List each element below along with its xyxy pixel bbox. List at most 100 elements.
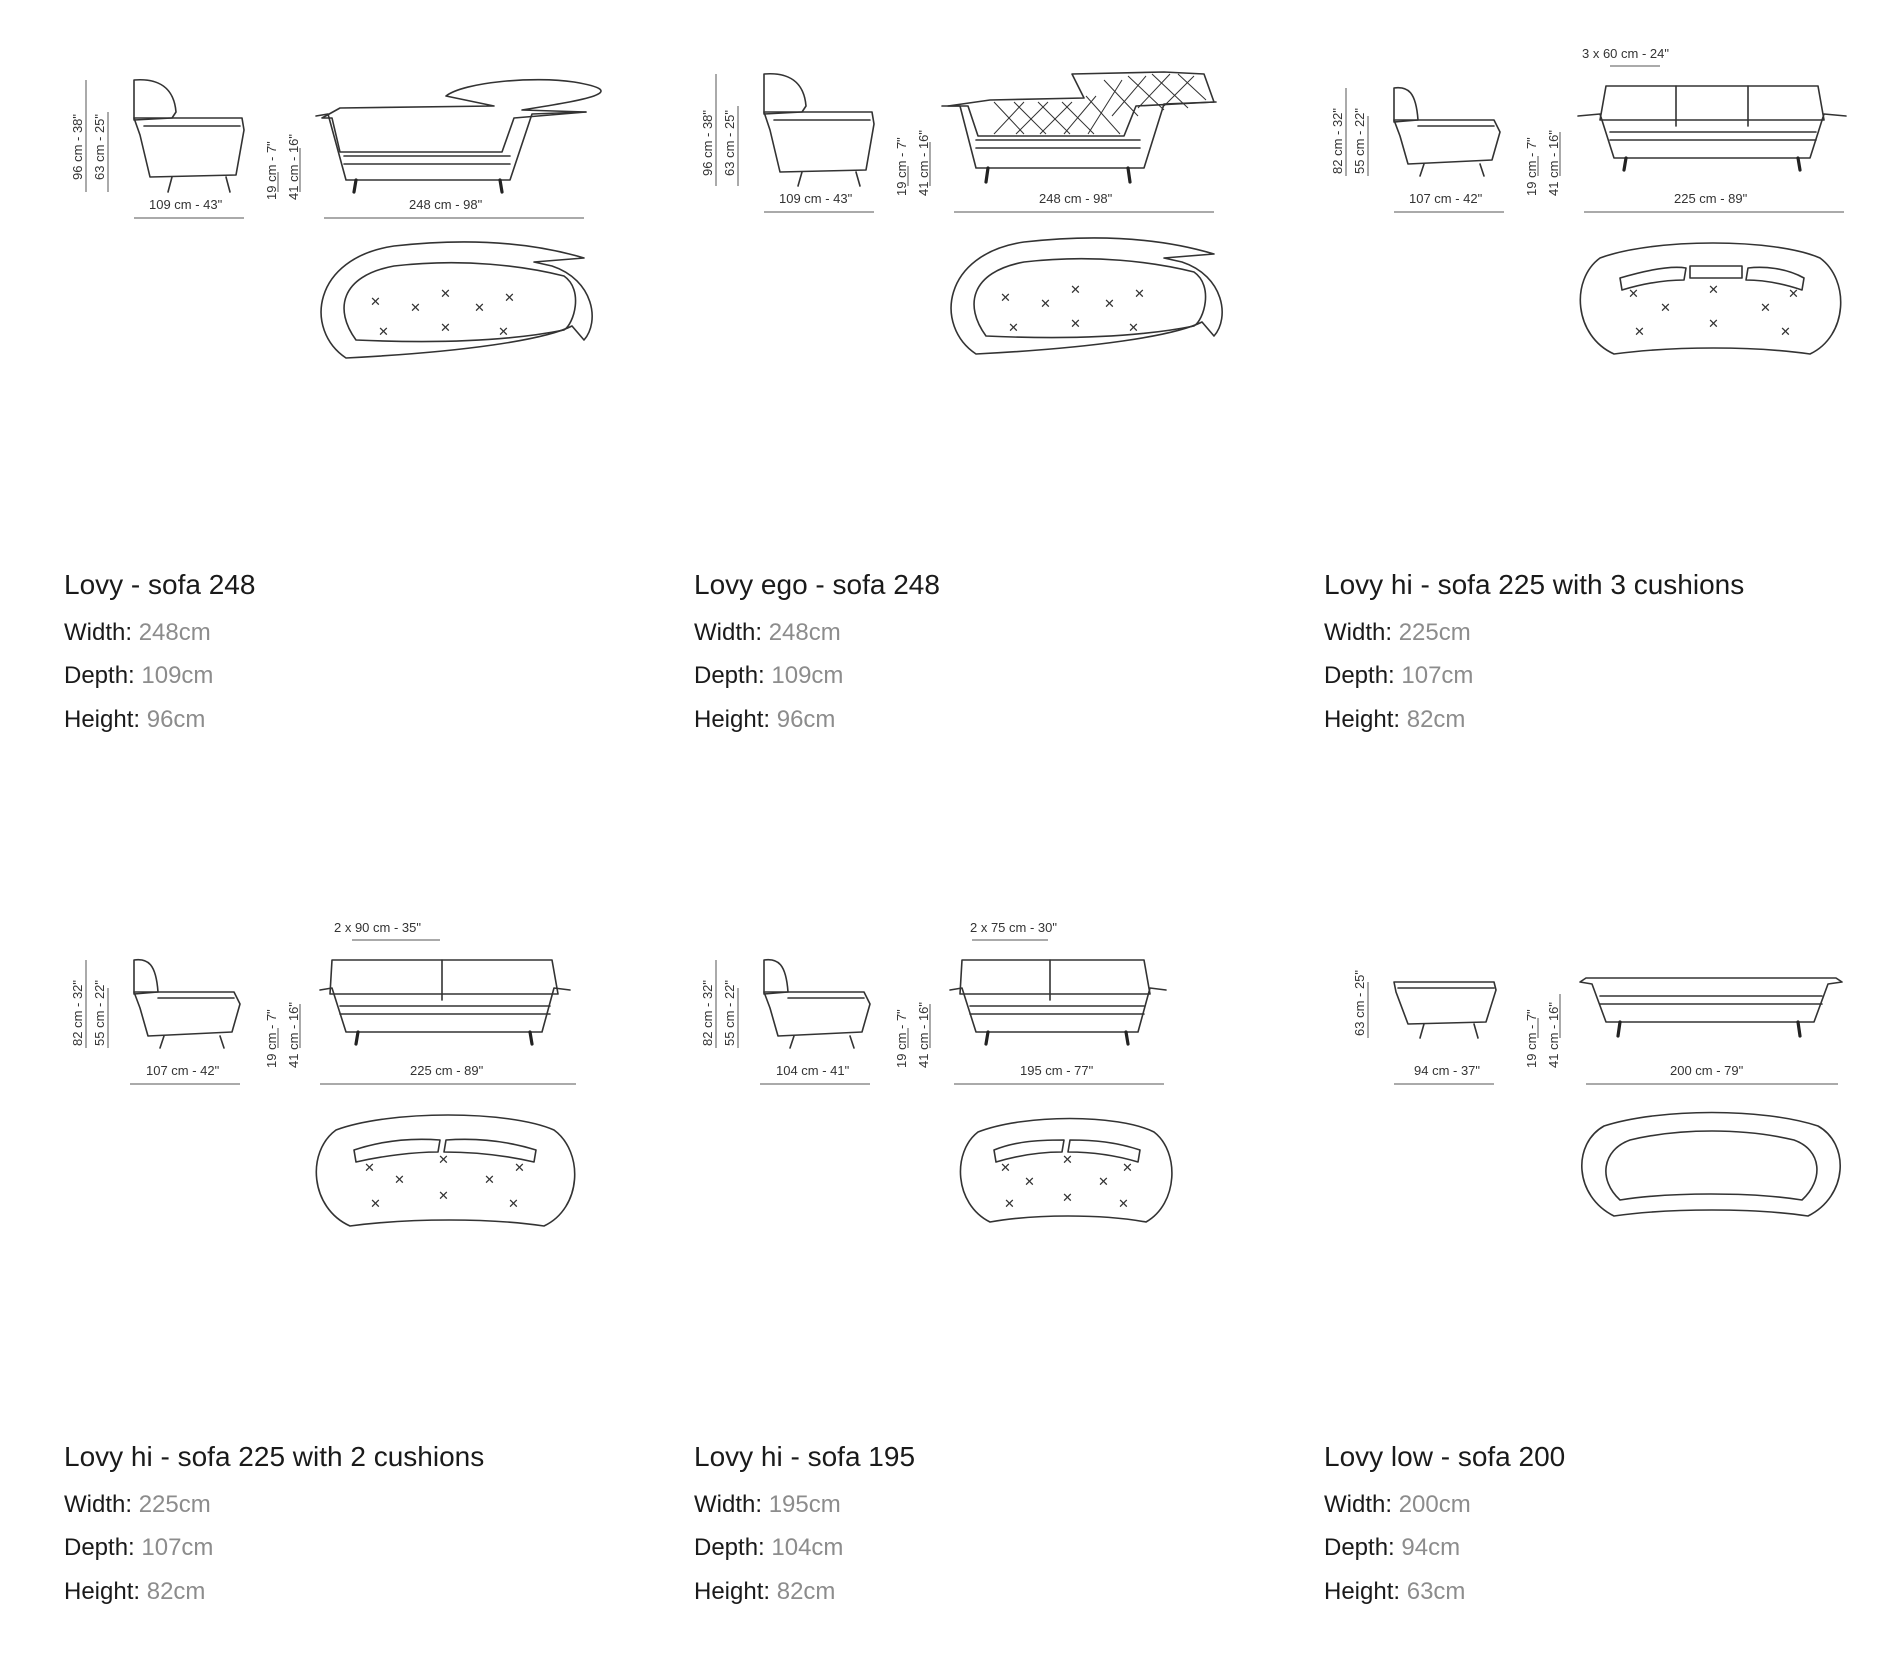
product-title[interactable]: Lovy hi - sofa 225 with 3 cushions (1324, 569, 1745, 600)
product-info: Lovy low - sofa 200 Width: 200cm Depth: … (1324, 1441, 1887, 1622)
dim-height-outer: 96 cm - 38" (700, 110, 715, 176)
sofa-diagram: 82 cm - 32" 55 cm - 22" 107 cm - 42" 19 … (1330, 46, 1847, 355)
spec-width: Width: 225cm (64, 1490, 211, 1518)
dim-height-outer: 96 cm - 38" (70, 114, 85, 180)
top-seat (343, 261, 577, 343)
side-backrest (1393, 86, 1419, 123)
dim-depth: 107 cm - 42" (146, 1063, 220, 1078)
product-title[interactable]: Lovy ego - sofa 248 (694, 569, 940, 600)
dim-seat-height: 41 cm - 16" (286, 1002, 301, 1068)
product-card-lovy-hi-sofa-225-2-cushions[interactable]: 82 cm - 32" 55 cm - 22" 107 cm - 42" 19 … (64, 912, 664, 1672)
dim-height-outer: 82 cm - 32" (1330, 108, 1345, 174)
front-leg (1796, 156, 1802, 172)
svg-text:✕: ✕ (504, 290, 515, 305)
product-card-lovy-sofa-248[interactable]: 96 cm - 38" 63 cm - 25" 109 cm - 43" 19 … (64, 40, 664, 800)
tufting: ✕✕✕✕✕ ✕✕✕ (370, 286, 515, 339)
dim-width: 225 cm - 89" (410, 1063, 484, 1078)
product-title[interactable]: Lovy hi - sofa 195 (694, 1441, 916, 1472)
side-leg (849, 1035, 855, 1049)
top-seat (1605, 1130, 1818, 1201)
dim-height-inner: 55 cm - 22" (92, 980, 107, 1046)
spec-width: Width: 195cm (694, 1490, 841, 1518)
product-title[interactable]: Lovy low - sofa 200 (1324, 1441, 1566, 1472)
spec-depth: Depth: 107cm (64, 1534, 214, 1562)
top-cushion (1067, 1139, 1141, 1163)
front-leg (1622, 156, 1628, 172)
front-leg (984, 1030, 990, 1046)
front-body (315, 111, 587, 181)
top-cushion (353, 1138, 441, 1163)
dim-height-inner: 63 cm - 25" (1352, 970, 1367, 1036)
product-card-lovy-low-sofa-200[interactable]: 63 cm - 25" 94 cm - 37" 19 cm - 7" 41 cm… (1324, 912, 1887, 1672)
spec-height: Height: 63cm (1324, 1577, 1466, 1605)
sofa-diagram: 96 cm - 38" 63 cm - 25" 109 cm - 43" 19 … (700, 71, 1223, 355)
technical-drawing: 82 cm - 32" 55 cm - 22" 107 cm - 42" 19 … (64, 912, 664, 1332)
svg-text:✕: ✕ (514, 1160, 525, 1175)
technical-drawing: 63 cm - 25" 94 cm - 37" 19 cm - 7" 41 cm… (1324, 912, 1887, 1332)
dim-height-inner: 63 cm - 25" (722, 110, 737, 176)
product-card-lovy-hi-sofa-195[interactable]: 82 cm - 32" 55 cm - 22" 104 cm - 41" 19 … (694, 912, 1294, 1672)
front-body (1577, 113, 1847, 159)
front-leg (984, 166, 990, 184)
dim-width: 248 cm - 98" (409, 197, 483, 212)
front-body (941, 101, 1217, 169)
side-backrest (763, 72, 807, 115)
top-outline (1579, 242, 1842, 355)
dim-depth: 109 cm - 43" (779, 191, 853, 206)
top-outline (315, 1114, 576, 1227)
svg-text:✕: ✕ (394, 1172, 405, 1187)
sofa-diagram: 63 cm - 25" 94 cm - 37" 19 cm - 7" 41 cm… (1352, 970, 1843, 1217)
sofa-diagram: 96 cm - 38" 63 cm - 25" 109 cm - 43" 19 … (70, 78, 602, 359)
svg-text:✕: ✕ (1760, 300, 1771, 315)
front-leg (1616, 1020, 1622, 1038)
side-backrest (133, 958, 159, 995)
front-leg (498, 178, 504, 194)
front-body (319, 987, 571, 1033)
front-leg (1796, 1020, 1802, 1038)
svg-text:✕: ✕ (1004, 1196, 1015, 1211)
top-cushion (1619, 266, 1687, 291)
side-leg (797, 171, 803, 187)
product-info: Lovy hi - sofa 225 with 2 cushions Width… (64, 1441, 664, 1622)
side-backrest (133, 78, 177, 121)
sofa-diagram: 82 cm - 32" 55 cm - 22" 104 cm - 41" 19 … (700, 920, 1173, 1223)
svg-text:✕: ✕ (1128, 320, 1139, 335)
front-back (947, 71, 1215, 137)
product-card-lovy-ego-sofa-248[interactable]: 96 cm - 38" 63 cm - 25" 109 cm - 43" 19 … (694, 40, 1294, 800)
svg-text:✕: ✕ (1098, 1174, 1109, 1189)
product-info: Lovy hi - sofa 195 Width: 195cm Depth: 1… (694, 1441, 1294, 1622)
front-body (1579, 977, 1843, 1023)
side-body (1393, 981, 1497, 1025)
svg-text:✕: ✕ (1118, 1196, 1129, 1211)
svg-text:✕: ✕ (1062, 1152, 1073, 1167)
product-card-lovy-hi-sofa-225-3-cushions[interactable]: 82 cm - 32" 55 cm - 22" 107 cm - 42" 19 … (1324, 40, 1887, 800)
dim-leg-height: 19 cm - 7" (1524, 137, 1539, 196)
tufting: ✕✕✕ ✕✕ ✕✕✕ (1000, 1152, 1133, 1211)
svg-text:✕: ✕ (1024, 1174, 1035, 1189)
dim-seat-height: 41 cm - 16" (916, 130, 931, 196)
spec-depth: Depth: 94cm (1324, 1534, 1461, 1562)
svg-text:✕: ✕ (378, 324, 389, 339)
side-body (133, 117, 245, 178)
dim-depth: 107 cm - 42" (1409, 191, 1483, 206)
product-title[interactable]: Lovy hi - sofa 225 with 2 cushions (64, 1441, 485, 1472)
product-title[interactable]: Lovy - sofa 248 (64, 569, 256, 600)
svg-text:✕: ✕ (1040, 296, 1051, 311)
dim-height-inner: 63 cm - 25" (92, 114, 107, 180)
product-info: Lovy hi - sofa 225 with 3 cushions Width… (1324, 569, 1887, 750)
dim-leg-height: 19 cm - 7" (264, 141, 279, 200)
spec-depth: Depth: 104cm (694, 1534, 844, 1562)
dim-seat-height: 41 cm - 16" (1546, 1002, 1561, 1068)
svg-text:✕: ✕ (438, 1152, 449, 1167)
top-cushion (1689, 265, 1743, 279)
side-body (763, 991, 871, 1037)
svg-text:✕: ✕ (1634, 324, 1645, 339)
spec-height: Height: 96cm (64, 705, 206, 733)
svg-text:✕: ✕ (1008, 320, 1019, 335)
svg-text:✕: ✕ (1070, 282, 1081, 297)
side-leg (1419, 163, 1425, 177)
technical-drawing: 82 cm - 32" 55 cm - 22" 107 cm - 42" 19 … (1324, 40, 1887, 460)
dim-leg-height: 19 cm - 7" (1524, 1009, 1539, 1068)
svg-text:✕: ✕ (1122, 1160, 1133, 1175)
top-cushion (443, 1138, 537, 1163)
